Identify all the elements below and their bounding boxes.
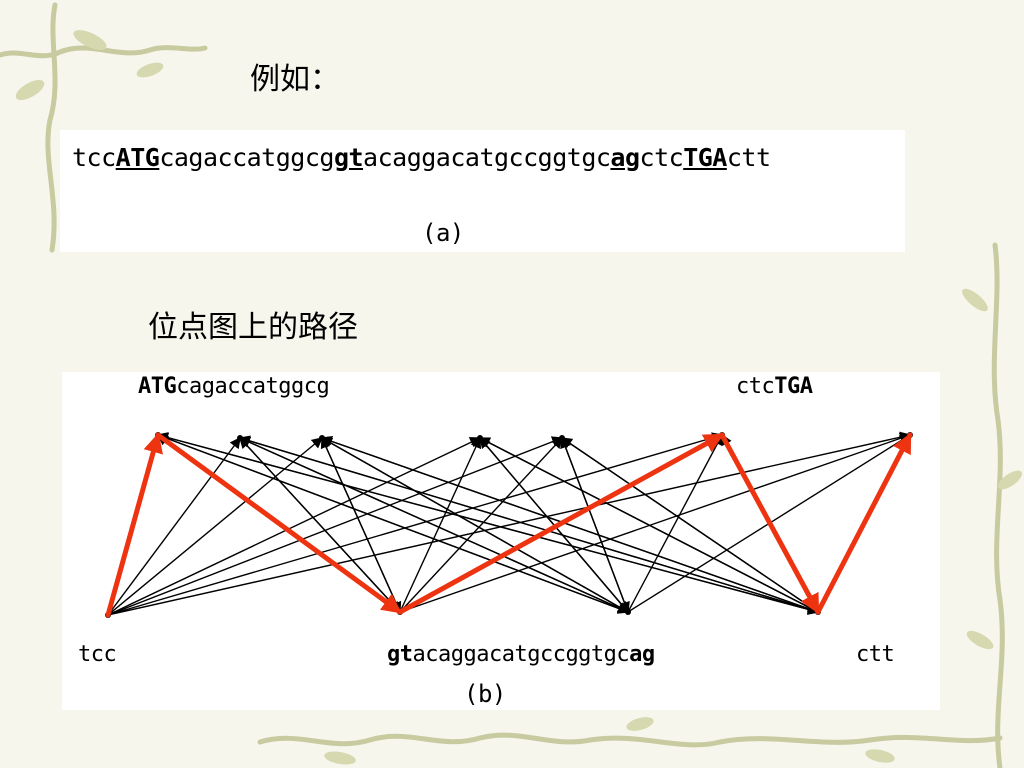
sequence-segment: acaggacatgccggtgc xyxy=(412,642,630,667)
graph-edge xyxy=(321,437,402,614)
graph-edge xyxy=(107,436,564,616)
figure-a-caption: (a) xyxy=(422,219,464,247)
graph-node xyxy=(319,435,325,441)
sequence-segment: TGA xyxy=(774,374,813,399)
figure-b-panel xyxy=(62,372,940,710)
sequence-segment: gt xyxy=(333,143,364,172)
sequence-segment: ctt xyxy=(726,143,771,172)
sequence-segment: ctt xyxy=(856,642,895,667)
graph-edge xyxy=(399,432,912,613)
graph-edge xyxy=(239,437,820,615)
graph-edge xyxy=(479,437,820,613)
sequence-segment: gt xyxy=(387,642,413,667)
sequence-segment: tcc xyxy=(72,143,116,172)
highlighted-path-edge xyxy=(105,432,163,618)
tga-site-label: ctcTGA xyxy=(736,374,813,399)
highlighted-path-edge xyxy=(155,432,403,615)
sequence-segment: TGA xyxy=(683,143,727,172)
graph-edge xyxy=(157,434,630,614)
sequence-segment: ag xyxy=(610,143,640,172)
sequence-segment: ctc xyxy=(736,374,775,399)
sequence-segment: ctc xyxy=(639,143,684,172)
sequence-segment: cagaccatggcg xyxy=(159,143,334,172)
atg-site-label: ATGcagaccatggcg xyxy=(138,374,330,399)
path-heading: 位点图上的路径 xyxy=(148,310,358,345)
graph-edge xyxy=(399,436,481,613)
figure-b-caption: (b) xyxy=(464,680,506,708)
sequence-segment: ag xyxy=(629,642,655,667)
graph-node xyxy=(625,609,631,615)
gt-ag-site-label: gtacaggacatgccggtgcag xyxy=(387,642,655,667)
graph-edge xyxy=(321,437,630,613)
graph-edge xyxy=(321,437,820,615)
sequence-segment: ATG xyxy=(115,143,160,172)
graph-node xyxy=(237,435,243,441)
tcc-site-label: tcc xyxy=(78,642,117,667)
figure-a-panel xyxy=(60,130,905,252)
example-label: 例如： xyxy=(250,62,340,97)
graph-edge xyxy=(157,434,820,615)
sequence-segment: acaggacatgccggtgc xyxy=(363,143,611,172)
sequence-segment: ATG xyxy=(138,374,177,399)
graph-edge xyxy=(107,431,912,616)
graph-edge xyxy=(107,436,241,616)
graph-edge xyxy=(561,437,630,614)
graph-edge xyxy=(239,437,401,614)
sequence-segment: tcc xyxy=(78,642,117,667)
graph-edge xyxy=(627,433,723,613)
highlighted-path-edge xyxy=(719,432,821,615)
graph-edge xyxy=(239,437,630,614)
graph-edge xyxy=(107,437,482,616)
ctt-site-label: ctt xyxy=(856,642,895,667)
graph-edge xyxy=(107,437,324,616)
highlighted-path-edge xyxy=(397,432,725,615)
graph-edge xyxy=(561,437,820,613)
dna-sequence: tccATGcagaccatggcggtacaggacatgccggtgcagc… xyxy=(72,143,771,172)
graph-node xyxy=(477,435,483,441)
graph-edge xyxy=(107,432,724,616)
graph-node xyxy=(559,435,565,441)
highlighted-path-edge xyxy=(815,432,913,615)
sequence-segment: cagaccatggcg xyxy=(176,374,330,399)
